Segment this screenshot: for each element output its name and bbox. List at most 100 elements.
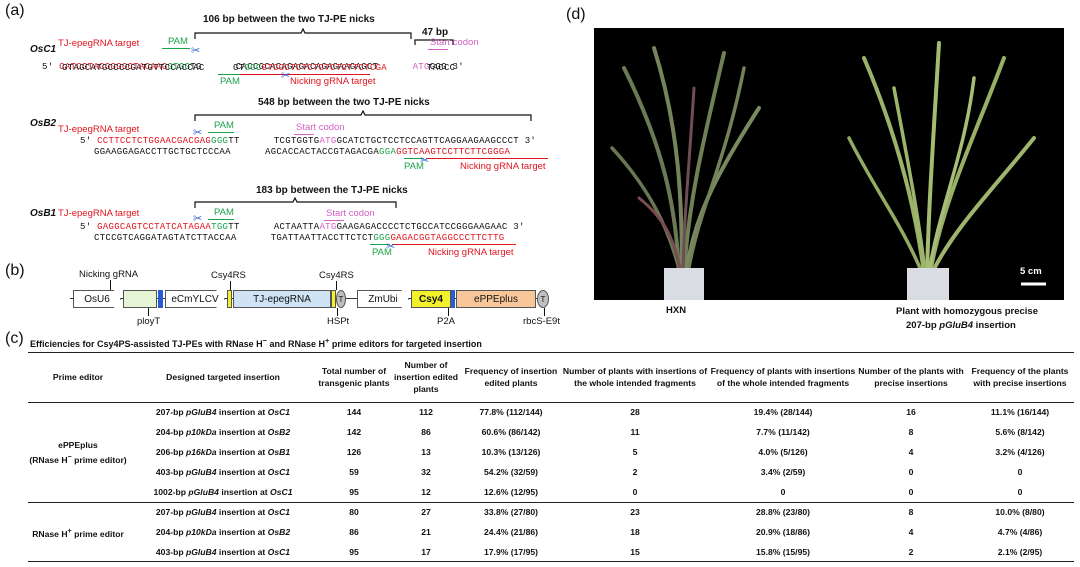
osc1-target-label: TJ-epegRNA target: [58, 38, 140, 49]
value-cell: 28: [630, 407, 640, 417]
value-cell: 3.2% (4/126): [995, 447, 1045, 457]
osb2-top-strand: 5' CCTTCCTCTGGAACGACGAGGGGTT TCGTGGTGATG…: [80, 136, 537, 146]
header-cell: Total number of transgenic plants: [318, 366, 390, 388]
osb1-top-red: GAGGCAGTCCTATCATAGAA: [97, 222, 212, 232]
osc1-top-black: TG CACCGCACAGAGACAGAGAAGAGCT: [190, 62, 413, 72]
osb1-top-green: TGG: [211, 222, 229, 232]
osc1-top-green: GTGG: [167, 62, 191, 72]
designed-insertion-cell: 207-bp pGluB4 insertion at OsC1: [155, 407, 291, 417]
table-header-row: Prime editor Designed targeted insertion…: [28, 352, 1074, 402]
hxn-label: HXN: [666, 305, 687, 316]
osc1-pam-bot-line: [218, 74, 240, 75]
element-p2a: [451, 290, 455, 308]
value-cell: 5: [632, 447, 638, 457]
osc1-pam-bot: PAM: [220, 76, 240, 87]
table-group-rule: [28, 502, 1074, 503]
designed-insertion-cell: 204-bp p10kDa insertion at OsB2: [155, 427, 291, 437]
value-cell: 28.8% (23/80): [756, 507, 810, 517]
osb2-top-red: CCTTCCTCTGGAACGACGAG: [97, 136, 212, 146]
designed-insertion-cell: 204-bp p10kDa insertion at OsB2: [155, 527, 291, 537]
osb1-bot-red: GAGACGGTAGGCCCTTCTTG: [390, 233, 505, 243]
osb1-pam-top-line: [208, 219, 234, 220]
value-cell: 20.9% (18/86): [756, 527, 810, 537]
edited-plant-label-2: 207-bp pGluB4 insertion: [906, 320, 1016, 331]
osc1-pam-top-line: [162, 48, 190, 49]
osb2-top-green: GGG: [211, 136, 229, 146]
p2a-label: P2A: [437, 316, 455, 327]
value-cell: 60.6% (86/142): [481, 427, 541, 437]
designed-insertion-cell: 206-bp p16kDa insertion at OsB1: [155, 447, 291, 457]
value-cell: 10.3% (13/126): [481, 447, 541, 457]
scissors-icon: ✂: [386, 241, 396, 253]
table-title: Efficiencies for Csy4PS-assisted TJ-PEs …: [30, 336, 482, 349]
element-eppeplus: ePPEplus: [456, 290, 536, 308]
nicking-grna-label: Nicking gRNA: [79, 269, 139, 280]
osb1-start-codon: Start codon: [326, 208, 375, 219]
elements-row: OsU6 eCmYLCV TJ-epegRNA T ZmUbi Csy4 ePP…: [73, 290, 553, 308]
osb2-bot-black: GGAAGGAGACCTTGCTGCTCCCAA AGCACCACTACCGTA…: [94, 147, 380, 157]
value-cell: 86: [421, 427, 431, 437]
value-cell: 24.4% (21/86): [484, 527, 538, 537]
element-osu6: OsU6: [73, 290, 121, 308]
arrow-down-icon: [448, 308, 449, 316]
osc1-start-codon: Start codon: [430, 37, 479, 48]
osb2-pam-bot-line: [404, 158, 424, 159]
prime-editor-cell: ePPEplus(RNase H− prime editor): [29, 439, 127, 465]
value-cell: 33.8% (27/80): [484, 507, 538, 517]
osb1-top-strand: 5' GAGGCAGTCCTATCATAGAATGGTT ACTAATTAATG…: [80, 222, 525, 232]
osc1-top-pink: ATG: [412, 62, 430, 72]
osb2-gene-label: OsB2: [30, 118, 57, 129]
header-cell: Designed targeted insertion: [166, 372, 280, 382]
scale-bar-label: 5 cm: [1020, 266, 1042, 277]
element-tj-epegrna: TJ-epegRNA: [233, 290, 331, 308]
value-cell: 2.1% (2/95): [997, 547, 1043, 557]
osb1-pam-bot: PAM: [372, 247, 392, 258]
header-cell: Number of plants with insertions of the …: [562, 366, 708, 388]
osc1-bottom-strand: GTAGCATGCCCCGATGTTCCACCAC GTGGCGTGGCTCTC…: [62, 63, 455, 73]
value-cell: 7.7% (11/142): [756, 427, 810, 437]
scissors-icon: ✂: [191, 45, 201, 57]
osb1-block: 183 bp between the TJ-PE nicks OsB1 TJ-e…: [28, 178, 548, 260]
plant-photo-image: [610, 41, 1046, 300]
header-cell: Frequency of plants with insertions of t…: [710, 366, 856, 388]
value-cell: 8: [908, 427, 914, 437]
osb1-top-pink: ATG: [319, 222, 337, 232]
value-cell: 4: [908, 447, 914, 457]
value-cell: 13: [421, 447, 431, 457]
value-cell: 4: [908, 527, 914, 537]
panel-label-a: (a): [5, 2, 25, 19]
value-cell: 77.8% (112/144): [479, 407, 543, 417]
osc1-gene-label: OsC1: [30, 44, 57, 55]
header-cell: Frequency of the plants with precise ins…: [971, 366, 1069, 388]
value-cell: 0: [780, 487, 786, 497]
arrow-up-icon: [336, 281, 337, 290]
edited-plant-label-1: Plant with homozygous precise: [896, 306, 1038, 317]
osc1-bot-end: TACCC: [386, 63, 456, 73]
value-cell: 59: [349, 467, 359, 477]
osb2-nick-line: [426, 158, 548, 159]
element-sgrna: [123, 290, 157, 308]
value-cell: 17.9% (17/95): [484, 547, 538, 557]
panel-label-c: (c): [5, 330, 24, 347]
value-cell: 144: [346, 407, 362, 417]
value-cell: 8: [908, 507, 914, 517]
element-zmubi: ZmUbi: [357, 290, 409, 308]
osc1-bracket: [194, 28, 412, 39]
value-cell: 2: [632, 467, 638, 477]
value-cell: 11: [630, 427, 640, 437]
value-cell: 27: [421, 507, 431, 517]
osb2-bot-red: GGTCAAGTCCTTCTTCGGGA: [396, 147, 511, 157]
osc1-nick-line: [240, 74, 370, 75]
scissors-icon: ✂: [193, 127, 203, 139]
osc1-start-line: [428, 49, 448, 50]
arrow-up-icon: [110, 280, 111, 290]
value-cell: 0: [908, 487, 914, 497]
value-cell: 5.6% (8/142): [995, 427, 1045, 437]
value-cell: 15: [630, 547, 640, 557]
designed-insertion-cell: 1002-bp pGluB4 insertion at OsC1: [153, 487, 293, 497]
panel-label-d: (d): [566, 6, 586, 23]
